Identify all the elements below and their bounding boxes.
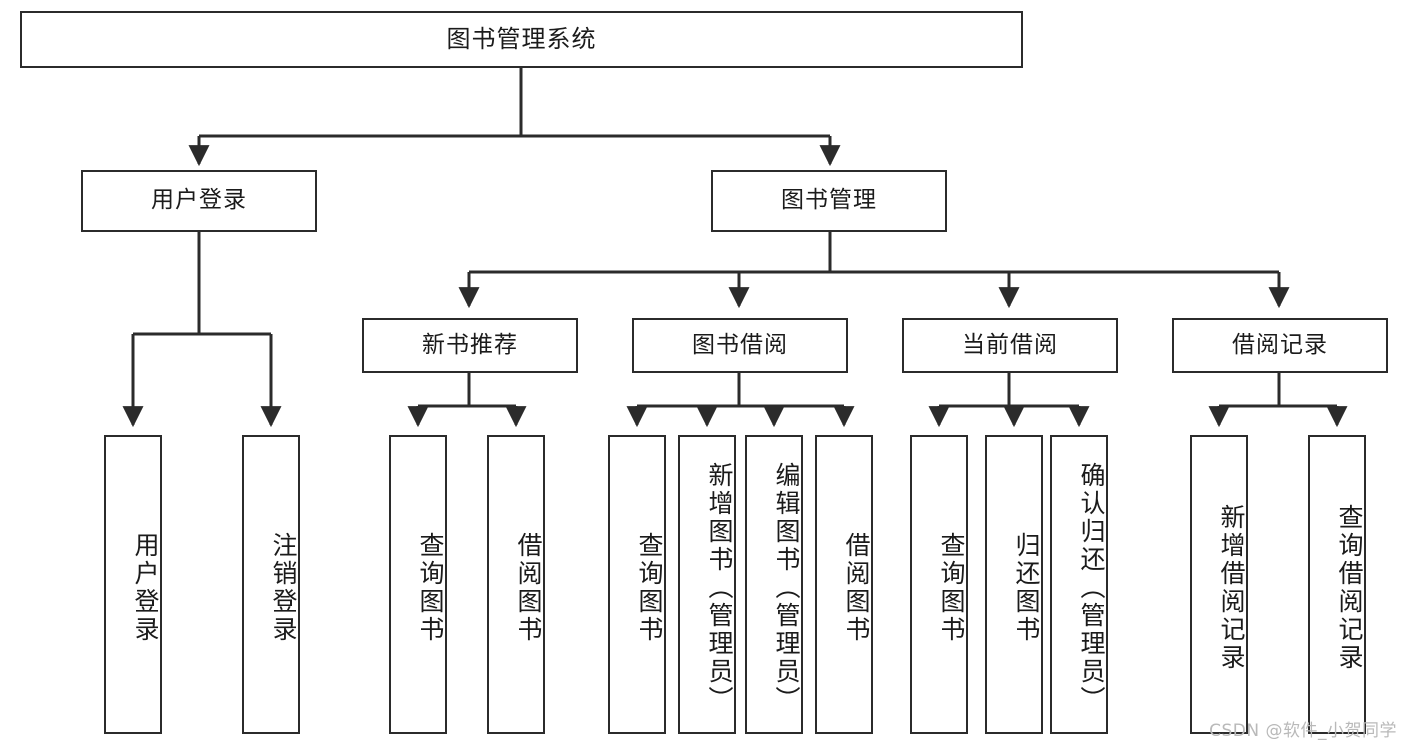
node-book-management[interactable]: 图书管理 [711, 170, 947, 232]
node-leaf-borrow-book-recommend-label: 借阅图书 [514, 531, 543, 644]
node-leaf-query-book-borrow[interactable]: 查询图书 [608, 435, 666, 734]
node-borrow-record[interactable]: 借阅记录 [1172, 318, 1388, 373]
node-leaf-edit-book[interactable]: 编辑图书（管理员） [745, 435, 803, 734]
node-leaf-add-book-label: 新增图书（管理员） [705, 461, 734, 714]
node-leaf-add-borrow-record[interactable]: 新增借阅记录 [1190, 435, 1248, 734]
node-leaf-query-book-recommend[interactable]: 查询图书 [389, 435, 447, 734]
node-leaf-borrow-book-label: 借阅图书 [842, 531, 871, 644]
watermark: CSDN @软件_小贺同学 [1209, 721, 1397, 741]
node-leaf-query-borrow-record[interactable]: 查询借阅记录 [1308, 435, 1366, 734]
node-book-management-label: 图书管理 [781, 187, 877, 214]
node-book-borrow[interactable]: 图书借阅 [632, 318, 848, 373]
node-leaf-confirm-return[interactable]: 确认归还（管理员） [1050, 435, 1108, 734]
node-current-borrow-label: 当前借阅 [962, 331, 1058, 358]
node-new-book-recommend-label: 新书推荐 [422, 331, 518, 358]
node-leaf-user-login[interactable]: 用户登录 [104, 435, 162, 734]
node-leaf-logout-label: 注销登录 [269, 531, 298, 644]
node-leaf-query-book-current[interactable]: 查询图书 [910, 435, 968, 734]
node-leaf-user-login-label: 用户登录 [131, 531, 160, 644]
node-leaf-return-book-label: 归还图书 [1012, 531, 1041, 644]
node-leaf-query-borrow-record-label: 查询借阅记录 [1335, 503, 1364, 672]
node-leaf-confirm-return-label: 确认归还（管理员） [1077, 461, 1106, 714]
node-leaf-add-book[interactable]: 新增图书（管理员） [678, 435, 736, 734]
node-leaf-borrow-book[interactable]: 借阅图书 [815, 435, 873, 734]
node-leaf-query-book-borrow-label: 查询图书 [635, 531, 664, 644]
node-current-borrow[interactable]: 当前借阅 [902, 318, 1118, 373]
node-root-label: 图书管理系统 [446, 25, 597, 54]
node-user-login-label: 用户登录 [151, 187, 247, 214]
node-leaf-edit-book-label: 编辑图书（管理员） [772, 461, 801, 714]
node-leaf-query-book-current-label: 查询图书 [937, 531, 966, 644]
node-user-login[interactable]: 用户登录 [81, 170, 317, 232]
node-borrow-record-label: 借阅记录 [1232, 331, 1328, 358]
node-leaf-query-book-recommend-label: 查询图书 [416, 531, 445, 644]
node-book-borrow-label: 图书借阅 [692, 331, 788, 358]
node-leaf-return-book[interactable]: 归还图书 [985, 435, 1043, 734]
node-leaf-add-borrow-record-label: 新增借阅记录 [1217, 503, 1246, 672]
node-leaf-logout[interactable]: 注销登录 [242, 435, 300, 734]
node-new-book-recommend[interactable]: 新书推荐 [362, 318, 578, 373]
node-leaf-borrow-book-recommend[interactable]: 借阅图书 [487, 435, 545, 734]
node-root[interactable]: 图书管理系统 [20, 11, 1023, 68]
